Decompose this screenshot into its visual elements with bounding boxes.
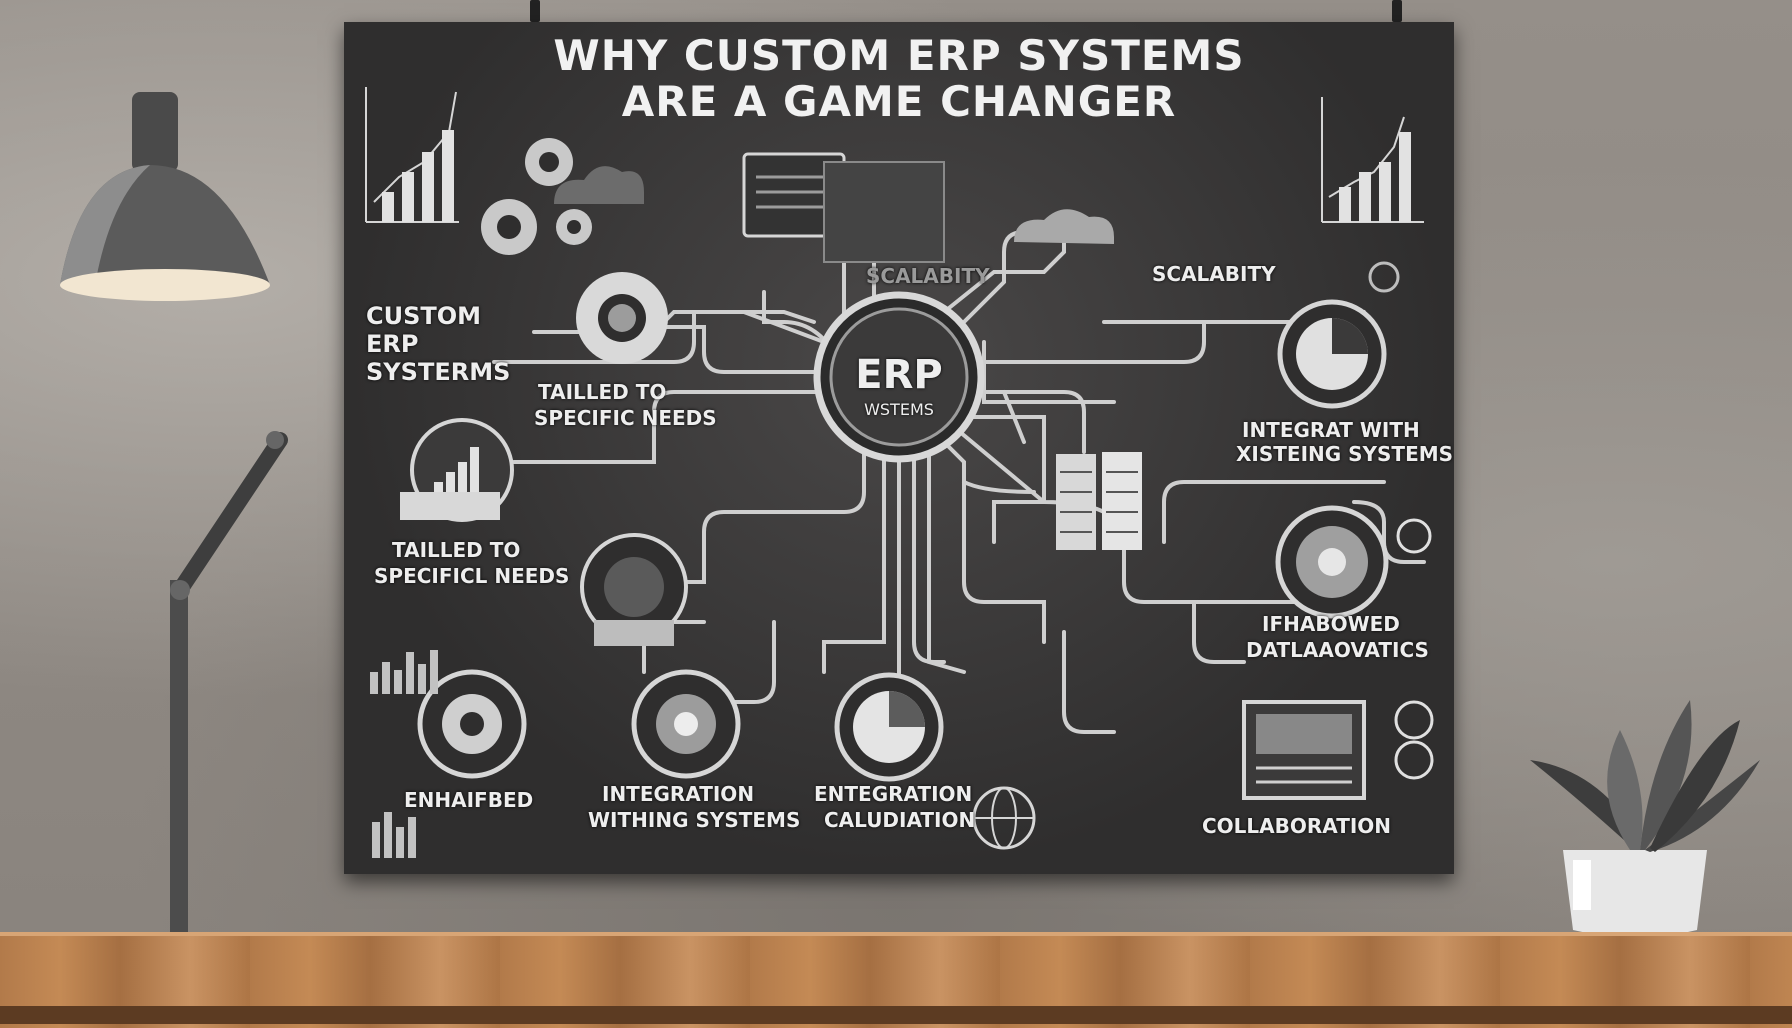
- poster-title-line-2: ARE A GAME CHANGER: [621, 77, 1177, 126]
- custom-erp-label-3: SYSTERMS: [366, 358, 511, 386]
- poster-clip-right: [1392, 0, 1402, 22]
- tailored-needs-label-top-1: TAILLED TO: [538, 380, 667, 404]
- scalability-faded-label: SCALABITY: [866, 264, 990, 288]
- table-edge: [0, 1006, 1792, 1024]
- poster-title-line-1: WHY CUSTOM ERP SYSTEMS: [553, 31, 1245, 80]
- tailored-needs-label-left-1: TAILLED TO: [392, 538, 521, 562]
- enhanced-analytics-label-2: DATLAAOVATICS: [1246, 638, 1429, 662]
- custom-erp-label-1: CUSTOM: [366, 302, 482, 330]
- scalability-label: SCALABITY: [1152, 262, 1276, 286]
- tailored-needs-label-left-2: SPECIFICL NEEDS: [374, 564, 570, 588]
- poster-graphics: [365, 87, 1434, 858]
- collaboration-label: COLLABORATION: [1202, 814, 1392, 838]
- enhanced-analytics-label-1: IFHABOWED: [1262, 612, 1400, 636]
- custom-erp-label-2: ERP: [366, 330, 419, 358]
- poster-clip-left: [530, 0, 540, 22]
- entegration-label-2: CALUDIATION: [824, 808, 976, 832]
- hub-sublabel: WSTEMS: [864, 400, 934, 419]
- enhanced-label: ENHAIFBED: [404, 788, 534, 812]
- entegration-label-1: ENTEGRATION: [814, 782, 973, 806]
- hub-label: ERP: [855, 352, 943, 398]
- integration-label-2: WITHING SYSTEMS: [588, 808, 801, 832]
- tailored-needs-label-top-2: SPECIFIC NEEDS: [534, 406, 717, 430]
- integration-label-1: INTEGRATION: [602, 782, 755, 806]
- integrate-systems-label-2: XISTEING SYSTEMS: [1236, 442, 1454, 466]
- erp-poster: WHY CUSTOM ERP SYSTEMS ARE A GAME CHANGE…: [344, 22, 1454, 874]
- integrate-systems-label-1: INTEGRAT WITH: [1242, 418, 1420, 442]
